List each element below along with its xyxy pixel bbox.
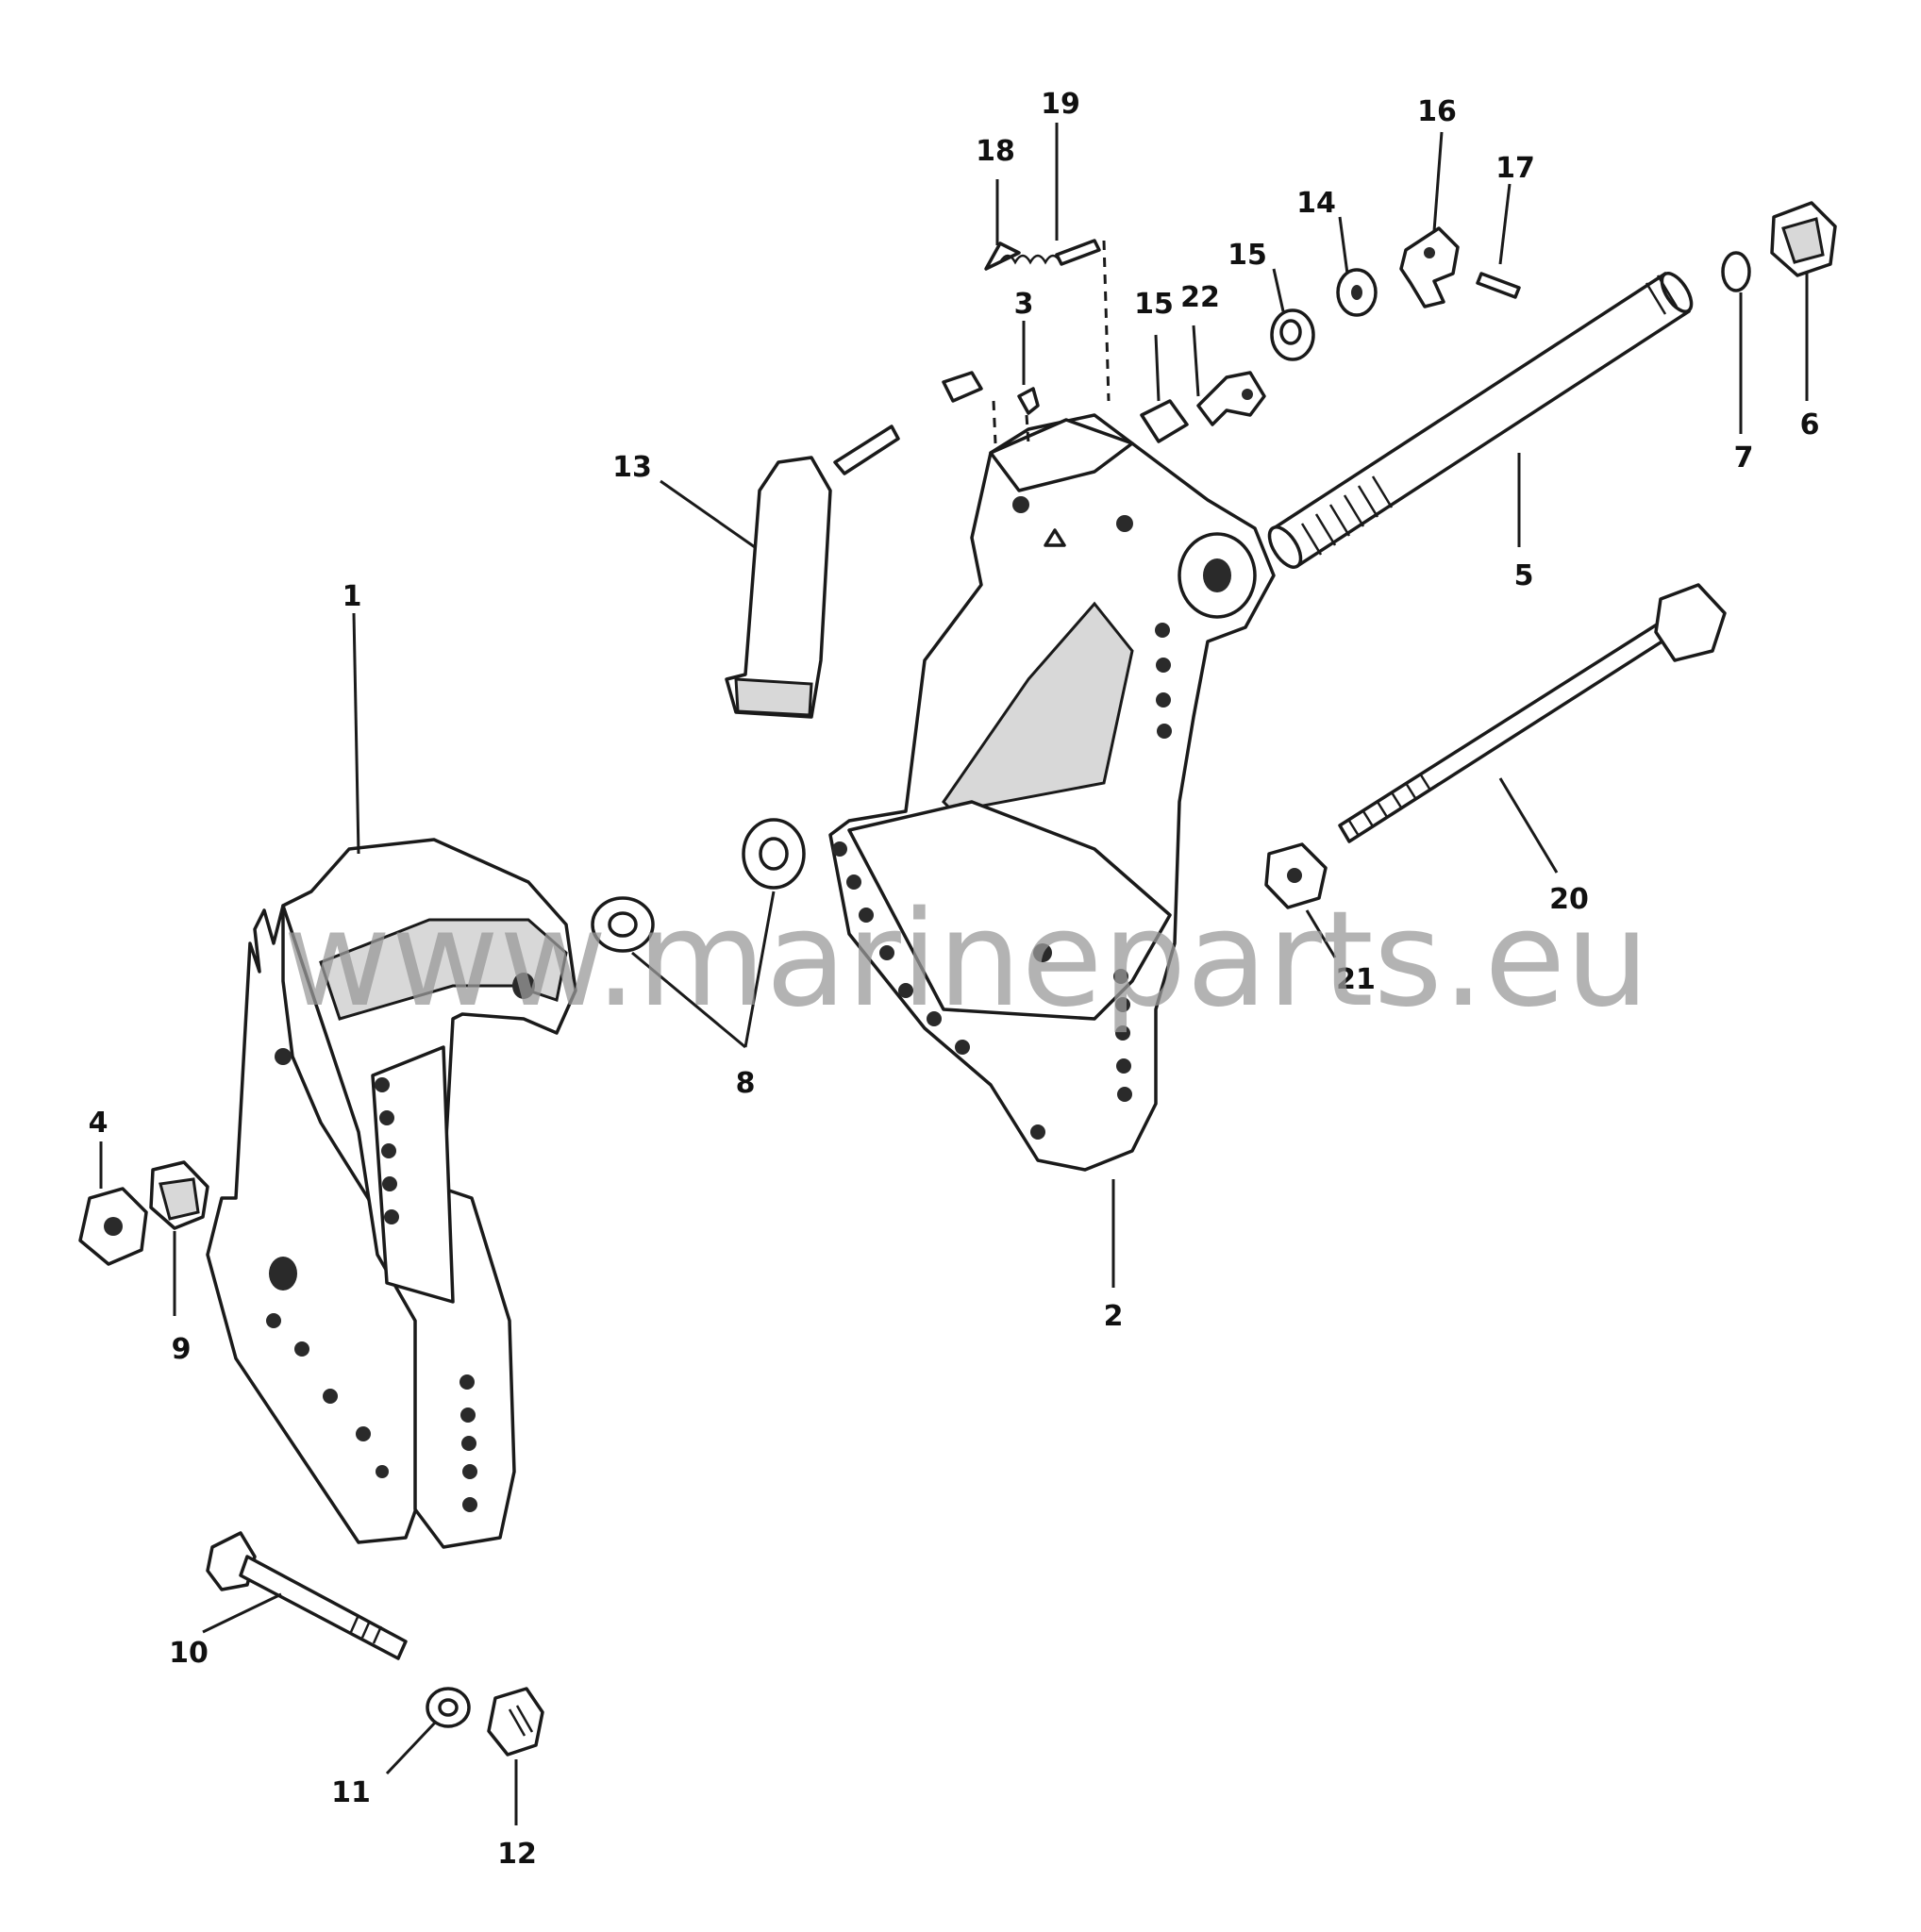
callout-3: 3 (1014, 288, 1034, 321)
locknut-9 (149, 1160, 209, 1230)
callout-11: 11 (331, 1776, 371, 1809)
callout-2: 2 (1104, 1300, 1124, 1333)
plug-3 (1017, 387, 1040, 415)
callout-6: 6 (1800, 408, 1820, 441)
nut-12 (487, 1687, 544, 1757)
pin-17 (1476, 272, 1521, 299)
callout-19: 19 (1041, 88, 1080, 121)
callout-20: 20 (1549, 883, 1589, 916)
bushing-15-left (1140, 399, 1189, 443)
bushing-15-right (1270, 308, 1315, 361)
callouts: 1 2 3 4 5 6 7 8 9 10 11 12 13 14 15 15 1… (89, 88, 1820, 1871)
callout-12: 12 (497, 1838, 537, 1871)
nut-21 (1264, 842, 1328, 909)
clamp-bracket-right (828, 413, 1276, 1172)
washer-8-lower (742, 818, 806, 890)
tilt-tube (1267, 272, 1694, 569)
callout-22: 22 (1180, 281, 1220, 314)
callout-21: 21 (1336, 963, 1376, 996)
assembly-line-3 (992, 400, 997, 444)
nut-6 (1770, 201, 1837, 277)
cam-16 (1399, 226, 1460, 308)
pin-3-side (942, 371, 983, 403)
leader-lines (99, 123, 1809, 1825)
assembly-line-3b (1025, 414, 1030, 444)
callout-9: 9 (172, 1333, 192, 1366)
spacer-14 (1336, 268, 1378, 317)
ring-7 (1721, 251, 1751, 292)
washer-11 (426, 1687, 471, 1728)
callout-8: 8 (736, 1067, 756, 1100)
spring-18 (984, 239, 1101, 271)
nut-4 (78, 1187, 148, 1266)
callout-5: 5 (1514, 559, 1534, 592)
callout-1: 1 (342, 580, 362, 613)
callout-4: 4 (89, 1107, 109, 1140)
watermark: www.marineparts.eu (283, 883, 1649, 1037)
assembly-line-19 (1102, 240, 1111, 402)
callout-18: 18 (976, 135, 1015, 168)
callout-15-left: 15 (1134, 288, 1174, 321)
nut-8-upper (591, 896, 655, 953)
callout-17: 17 (1495, 152, 1535, 185)
callout-7: 7 (1734, 441, 1754, 475)
tilt-lever (725, 425, 900, 719)
callout-10: 10 (169, 1637, 209, 1670)
callout-14: 14 (1296, 187, 1336, 220)
callout-13: 13 (612, 451, 652, 484)
bottom-bolt (206, 1531, 408, 1660)
latch-22 (1196, 371, 1266, 426)
callout-15-right: 15 (1228, 239, 1267, 272)
clamp-bracket-left (206, 838, 577, 1549)
long-bolt (1338, 583, 1727, 843)
callout-16: 16 (1417, 95, 1457, 128)
